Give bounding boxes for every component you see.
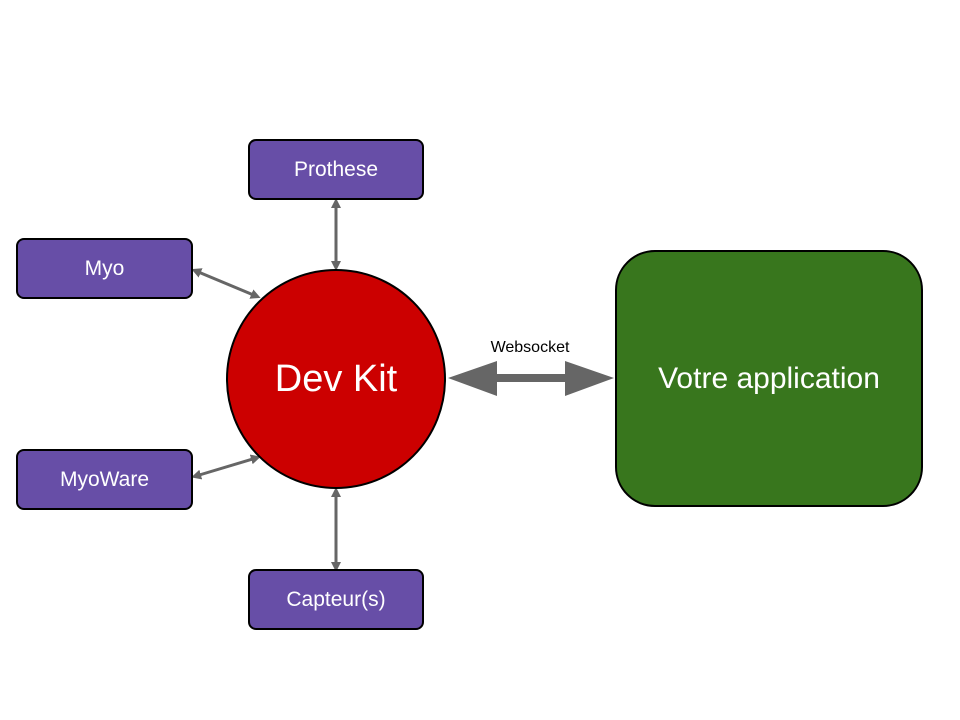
dev-kit-node: Dev Kit [226,269,446,489]
myo-label: Myo [84,256,125,280]
capteurs-label: Capteur(s) [286,587,386,611]
myo-node: Myo [16,238,193,299]
prothese-node: Prothese [248,139,424,200]
myoware-devkit-arrow [191,454,261,480]
prothese-label: Prothese [293,157,379,181]
app-label: Votre application [658,361,880,395]
app-node: Votre application [615,250,923,507]
websocket-label: Websocket [490,339,570,356]
myoware-node: MyoWare [16,449,193,510]
capteurs-node: Capteur(s) [248,569,424,630]
dev-kit-label: Dev Kit [274,357,398,400]
websocket-arrow [448,361,614,396]
myo-devkit-arrow [191,268,261,299]
myoware-label: MyoWare [59,467,150,491]
